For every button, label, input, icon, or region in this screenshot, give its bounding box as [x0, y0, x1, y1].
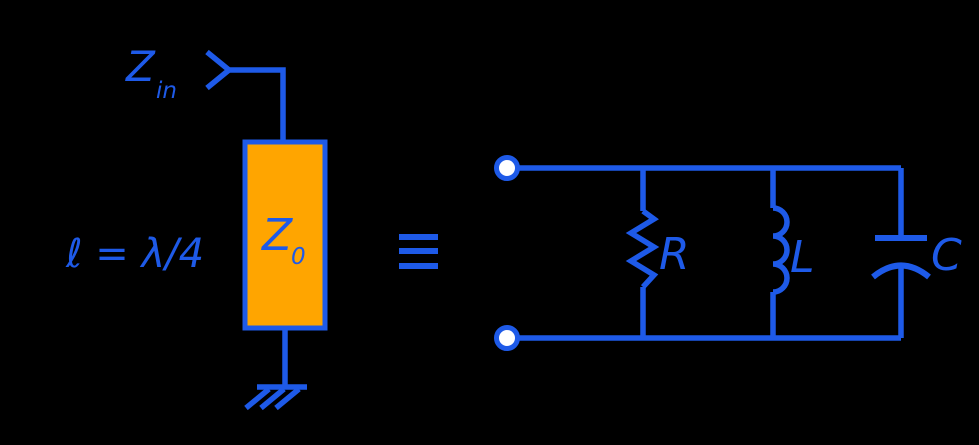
zin-label-main: Z — [125, 42, 156, 91]
inductor-branch — [770, 168, 790, 338]
input-wire — [229, 67, 286, 143]
terminal-top — [494, 155, 520, 181]
capacitor-branch — [871, 168, 931, 338]
stub-label-sub: 0 — [291, 244, 306, 270]
capacitor-label: C — [931, 230, 962, 281]
terminal-bottom — [494, 325, 520, 351]
quarter-wave-stub — [242, 139, 328, 331]
stub-label-main: Z — [261, 210, 293, 261]
inductor-label: L — [790, 232, 815, 283]
resistor-branch — [625, 168, 660, 338]
zin-label-sub: in — [156, 78, 177, 104]
equivalence-icon — [399, 234, 438, 269]
resistor-label: R — [659, 229, 690, 280]
ground-icon — [244, 384, 307, 411]
length-label: ℓ = λ/4 — [65, 231, 204, 277]
